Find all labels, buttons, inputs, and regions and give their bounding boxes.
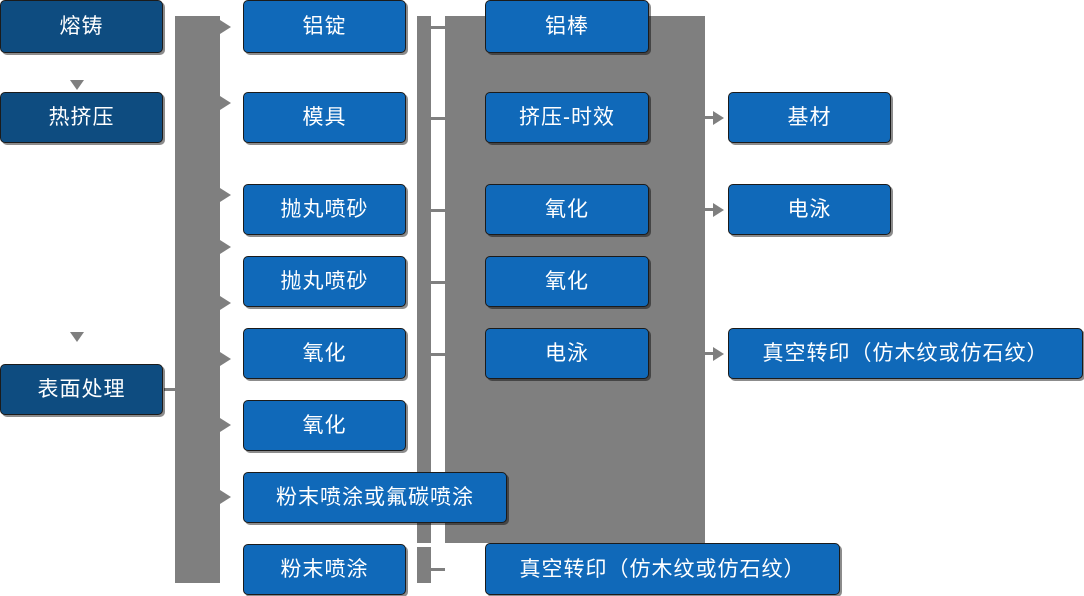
process-label-die: 模具 [302, 106, 347, 129]
arrow-to-shotblast-2 [220, 240, 231, 254]
arrow-to-shotblast-1 [220, 188, 231, 202]
output-box-substrate[interactable]: 基材 [728, 92, 891, 143]
process-box-electrophoresis-1[interactable]: 电泳 [485, 328, 649, 379]
connector-stub-4 [431, 281, 445, 284]
process-box-oxidation-1[interactable]: 氧化 [243, 328, 406, 379]
connector-band-middle-thin [417, 16, 431, 543]
process-box-shotblast-1[interactable]: 抛丸喷砂 [243, 184, 406, 235]
process-label-vacuum-transfer-1: 真空转印（仿木纹或仿石纹） [519, 557, 806, 581]
process-box-oxidation-4[interactable]: 氧化 [485, 256, 649, 307]
process-label-oxidation-1: 氧化 [302, 342, 347, 365]
output-label-substrate: 基材 [787, 106, 832, 129]
stage-box-extrusion[interactable]: 热挤压 [0, 92, 163, 143]
arrow-to-ingot [220, 20, 231, 34]
process-box-oxidation-2[interactable]: 氧化 [243, 400, 406, 451]
process-label-oxidation-4: 氧化 [545, 270, 589, 293]
stage-label-surface-treatment: 表面处理 [37, 378, 126, 401]
connector-surface-to-band [164, 388, 178, 391]
arrow-to-electro [713, 203, 724, 217]
stage-box-melting[interactable]: 熔铸 [0, 0, 163, 53]
arrow-to-oxidation-2 [220, 352, 231, 366]
process-label-electrophoresis-1: 电泳 [545, 342, 589, 365]
process-label-aluminum-bar: 铝棒 [545, 15, 589, 38]
process-box-oxidation-3[interactable]: 氧化 [485, 184, 649, 235]
process-box-powder-fluorocarbon[interactable]: 粉末喷涂或氟碳喷涂 [243, 472, 507, 523]
arrow-down-to-surface [70, 332, 84, 342]
stage-label-extrusion: 热挤压 [48, 106, 115, 129]
connector-stub-6 [431, 568, 445, 571]
process-label-powder-coating: 粉末喷涂 [280, 558, 369, 581]
process-label-shotblast-2: 抛丸喷砂 [280, 270, 369, 293]
process-label-shotblast-1: 抛丸喷砂 [280, 198, 369, 221]
connector-band-middle-thin-lower [417, 547, 431, 583]
process-box-extrusion-aging[interactable]: 挤压-时效 [485, 92, 649, 143]
connector-stub-2 [431, 117, 445, 120]
arrow-shaft-electro [705, 208, 716, 211]
process-label-oxidation-3: 氧化 [545, 198, 589, 221]
output-label-vacuum-transfer: 真空转印（仿木纹或仿石纹） [762, 342, 1049, 365]
arrow-to-vacuum [713, 347, 724, 361]
stage-box-surface-treatment[interactable]: 表面处理 [0, 364, 163, 415]
process-box-vacuum-transfer-1[interactable]: 真空转印（仿木纹或仿石纹） [485, 543, 840, 595]
stage-label-melting: 熔铸 [59, 15, 104, 38]
process-label-powder-fluorocarbon: 粉末喷涂或氟碳喷涂 [276, 486, 474, 509]
arrow-to-powder [220, 490, 231, 504]
process-label-oxidation-2: 氧化 [302, 414, 347, 437]
arrow-shaft-substrate [705, 116, 716, 119]
connector-stub-3 [431, 209, 445, 212]
output-label-electrophoresis: 电泳 [787, 198, 832, 221]
process-box-powder-coating[interactable]: 粉末喷涂 [243, 544, 406, 595]
connector-band-left [175, 16, 220, 583]
connector-stub-1 [431, 26, 445, 29]
arrow-to-substrate [713, 111, 724, 125]
output-box-electrophoresis[interactable]: 电泳 [728, 184, 891, 235]
process-box-shotblast-2[interactable]: 抛丸喷砂 [243, 256, 406, 307]
process-box-die[interactable]: 模具 [243, 92, 406, 143]
arrow-shaft-vacuum [705, 352, 716, 355]
arrow-to-die [220, 96, 231, 110]
connector-stub-5 [431, 353, 445, 356]
output-box-vacuum-transfer[interactable]: 真空转印（仿木纹或仿石纹） [728, 328, 1083, 379]
process-label-ingot: 铝锭 [302, 15, 347, 38]
process-box-aluminum-bar[interactable]: 铝棒 [485, 0, 649, 53]
arrow-to-oxidation-1 [220, 296, 231, 310]
arrow-down-melting-to-extrusion [70, 80, 84, 90]
process-box-ingot[interactable]: 铝锭 [243, 0, 406, 53]
process-label-extrusion-aging: 挤压-时效 [519, 106, 615, 129]
arrow-to-powder-fluor [220, 418, 231, 432]
